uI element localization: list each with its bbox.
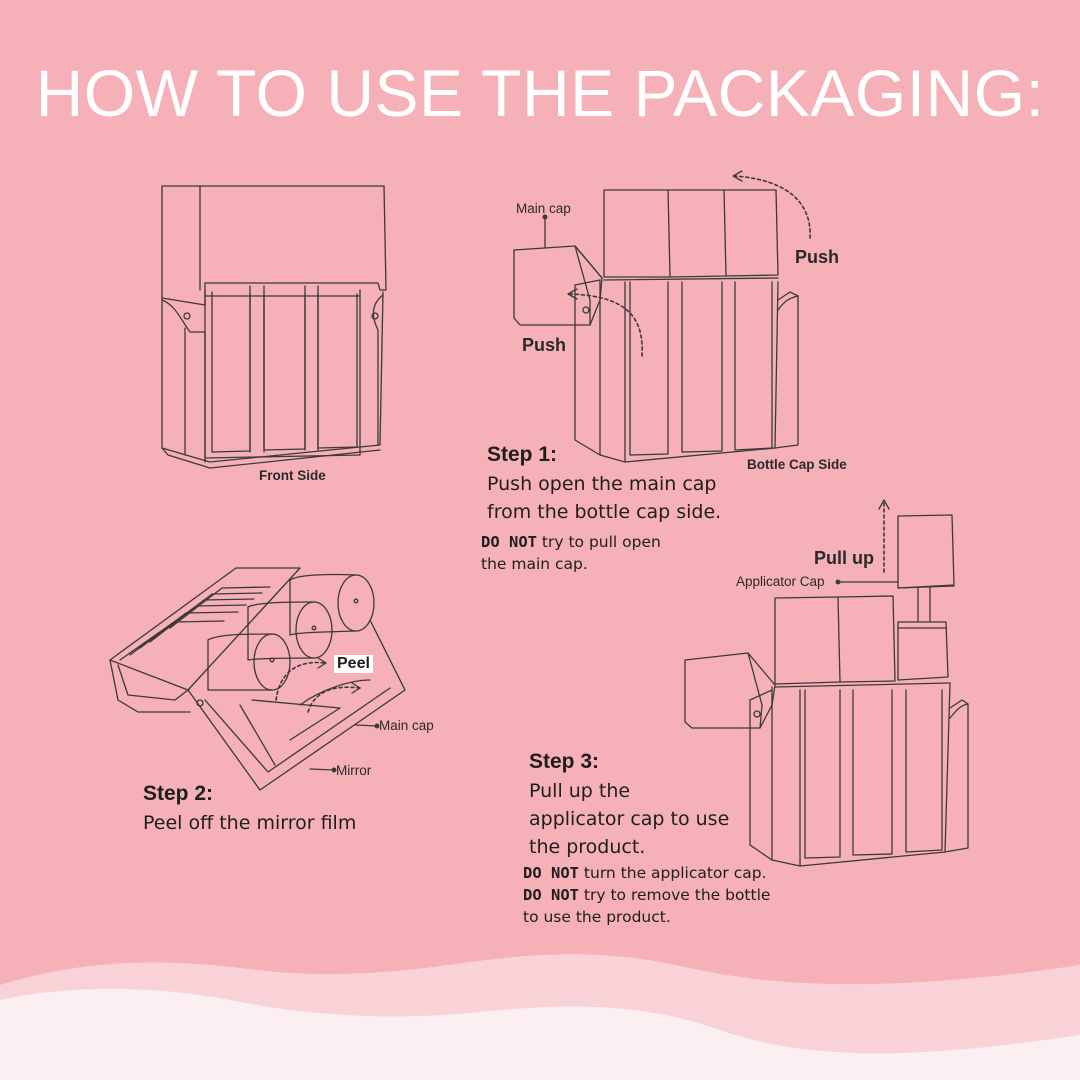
step1-warning-bold: DO NOT	[481, 533, 537, 551]
main-cap-label: Main cap	[516, 201, 571, 216]
peel-label: Peel	[334, 655, 373, 673]
step1-warning: DO NOT try to pull open the main cap.	[481, 531, 741, 575]
step1-heading: Step 1:	[487, 443, 558, 466]
step2-box	[109, 567, 406, 791]
wave-lightest	[0, 988, 1080, 1080]
applicator-cap-label: Applicator Cap	[736, 574, 825, 589]
step2-line-1: Peel off the mirror film	[143, 812, 357, 834]
step3-warnings: DO NOT turn the applicator cap. DO NOT t…	[523, 862, 823, 928]
push-top-label: Push	[795, 247, 840, 267]
push-left-label: Push	[522, 335, 567, 355]
step3-heading: Step 3:	[529, 750, 600, 773]
step3-box	[684, 499, 969, 867]
main-cap-label-2: Main cap	[379, 718, 434, 733]
step3-warning1-rest: turn the applicator cap.	[579, 864, 767, 882]
step1-warning-rest-1: try to pull open	[537, 533, 661, 551]
step1-box	[513, 170, 811, 463]
step1-warning-rest-2: the main cap.	[481, 555, 588, 573]
step3-line-1: Pull up the	[529, 780, 631, 802]
step3-warning2-bold: DO NOT	[523, 886, 579, 904]
step2-text: Peel off the mirror film	[143, 809, 443, 837]
bottle-cap-side-label: Bottle Cap Side	[747, 457, 847, 472]
step1-line-1: Push open the main cap	[487, 473, 717, 495]
step3-warning2-rest: try to remove the bottle	[579, 886, 771, 904]
front-side-box	[161, 185, 387, 469]
step1-line-2: from the bottle cap side.	[487, 501, 722, 523]
step3-line-2: applicator cap to use	[529, 808, 730, 830]
page-title: HOW TO USE THE PACKAGING:	[35, 56, 1045, 130]
step1-text: Push open the main cap from the bottle c…	[487, 470, 787, 526]
step3-line-3: the product.	[529, 836, 646, 858]
step3-warning1-bold: DO NOT	[523, 864, 579, 882]
step2-heading: Step 2:	[143, 782, 214, 805]
pull-up-label: Pull up	[814, 548, 874, 568]
front-side-label: Front Side	[259, 468, 326, 483]
step3-text: Pull up the applicator cap to use the pr…	[529, 777, 769, 861]
mirror-label: Mirror	[336, 763, 372, 778]
step3-warning2-rest-2: to use the product.	[523, 908, 671, 926]
